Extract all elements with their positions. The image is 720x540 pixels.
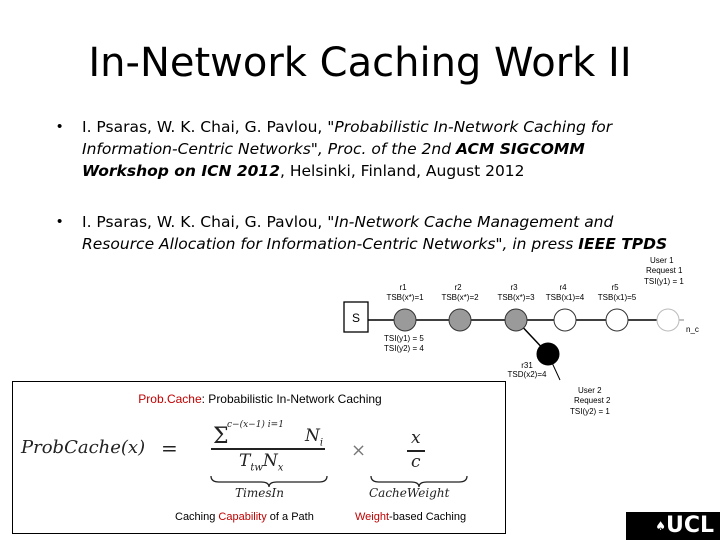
tsi-label-1: TSI(y1) = 5	[384, 334, 424, 343]
frac-numerator: x	[411, 428, 421, 448]
svg-text:r3: r3	[510, 283, 518, 292]
reference-1-authors: I. Psaras, W. K. Chai, G. Pavlou,	[82, 118, 328, 136]
svg-text:TSD(x2)=4: TSD(x2)=4	[508, 370, 547, 379]
sum-limits: c−(x−1) i=1	[227, 420, 284, 430]
server-box	[343, 301, 369, 333]
frac-bar	[407, 450, 425, 452]
svg-text:r31: r31	[521, 361, 533, 370]
router-r2: r2 TSB(x*)=2	[441, 283, 479, 332]
bullet-2: •	[57, 213, 63, 230]
svg-text:User 1: User 1	[650, 256, 674, 265]
sum-symbol: Σ	[213, 424, 229, 449]
user1-node	[656, 308, 680, 332]
reference-1: I. Psaras, W. K. Chai, G. Pavlou, "Proba…	[82, 116, 672, 182]
reference-1-venue: ACM SIGCOMM Workshop on ICN 2012	[82, 140, 585, 180]
user1-labels: User 1 Request 1 TSI(y1) = 1	[644, 256, 684, 286]
ucl-logo: ♠UCL	[626, 512, 720, 540]
reference-2-venue: IEEE TPDS	[578, 235, 668, 253]
probcache-box: Prob.Cache: Probabilistic In-Network Cac…	[12, 381, 506, 534]
svg-text:TSB(x*)=3: TSB(x*)=3	[497, 293, 535, 302]
slide-title: In-Network Caching Work II	[88, 40, 632, 86]
reference-2-title: "In-Network Cache Management and Resourc…	[82, 213, 614, 253]
router-r1: r1 TSB(x*)=1	[386, 283, 424, 332]
caption-weight: Weight-based Caching	[355, 511, 467, 523]
svg-text:TSI(y2) = 1: TSI(y2) = 1	[570, 407, 610, 416]
svg-text:TSB(x*)=1: TSB(x*)=1	[386, 293, 424, 302]
edge-label: n_c	[686, 325, 699, 334]
bullet-1: •	[57, 118, 63, 135]
svg-text:TSB(x*)=2: TSB(x*)=2	[441, 293, 479, 302]
svg-text:User 2: User 2	[578, 386, 602, 395]
svg-text:r4: r4	[559, 283, 567, 292]
tsi-label-2: TSI(y2) = 4	[384, 344, 424, 353]
reference-2-authors: I. Psaras, W. K. Chai, G. Pavlou,	[82, 213, 328, 231]
user2-labels: User 2 Request 2 TSI(y2) = 1	[570, 386, 611, 416]
svg-text:TSI(y1) = 1: TSI(y1) = 1	[644, 277, 684, 286]
cache-weight-label: CacheWeight	[369, 486, 450, 500]
router-r5: r5 TSB(x1)=5	[598, 283, 637, 332]
svg-text:Request 1: Request 1	[646, 266, 683, 275]
router-r3: r3 TSB(x*)=3	[497, 283, 535, 332]
caption-capability: Caching Capability of a Path	[175, 511, 314, 523]
probcache-title: Prob.Cache: Probabilistic In-Network Cac…	[138, 392, 382, 406]
fraction-bar	[211, 448, 325, 450]
denominator: TtwNx	[239, 451, 284, 474]
svg-text:r2: r2	[454, 283, 462, 292]
times-symbol: ×	[351, 440, 367, 461]
svg-text:TSB(x1)=4: TSB(x1)=4	[546, 293, 585, 302]
underbrace-left	[210, 475, 328, 488]
times-in-label: TimesIn	[235, 486, 284, 500]
reference-1-rest: , Helsinki, Finland, August 2012	[279, 162, 525, 180]
svg-text:Request 2: Request 2	[574, 396, 611, 405]
router-r31: r31 TSD(x2)=4	[508, 342, 560, 379]
svg-text:r5: r5	[611, 283, 619, 292]
reference-1-title: "Probabilistic In-Network Caching for In…	[82, 118, 613, 158]
server-label: S	[352, 311, 360, 325]
frac-denominator: c	[411, 452, 421, 472]
reference-2: I. Psaras, W. K. Chai, G. Pavlou, "In-Ne…	[82, 211, 672, 255]
ucl-mark-icon: ♠	[655, 519, 666, 533]
underbrace-right	[370, 475, 468, 488]
router-r4: r4 TSB(x1)=4	[546, 283, 585, 332]
formula-lhs: ProbCache(x)	[21, 437, 146, 458]
svg-text:r1: r1	[399, 283, 407, 292]
svg-text:TSB(x1)=5: TSB(x1)=5	[598, 293, 637, 302]
sum-term: Ni	[305, 426, 324, 449]
formula-equals: =	[161, 436, 178, 460]
